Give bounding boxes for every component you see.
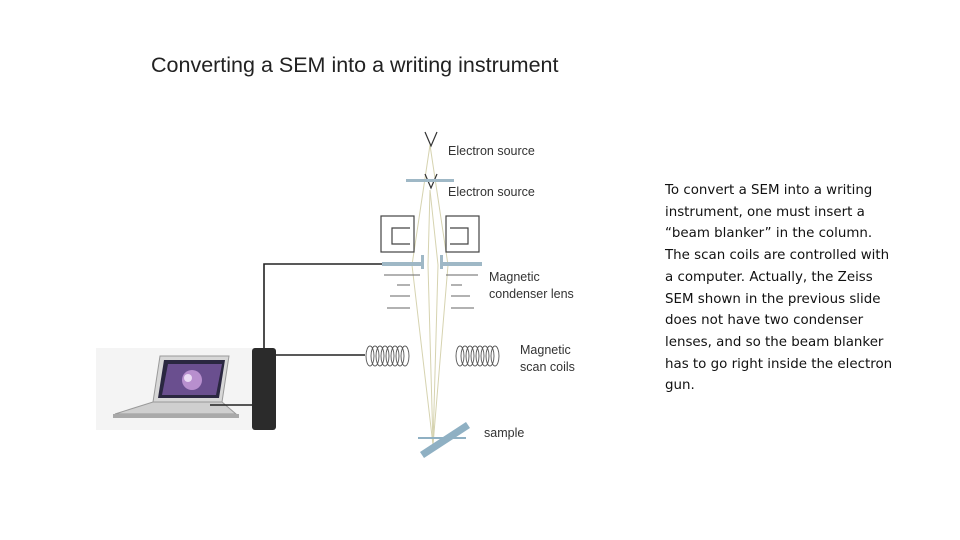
electron-source-top-icon	[424, 131, 438, 148]
description-line: The scan coils are controlled with	[665, 248, 890, 264]
label-electron-source-second: Electron source	[448, 185, 535, 199]
sample-stage	[418, 422, 470, 458]
description-line: lenses, and so the beam blanker	[665, 334, 884, 350]
control-wiring	[210, 263, 382, 406]
label-sample: sample	[484, 426, 524, 440]
electron-source-second-icon	[424, 173, 438, 190]
laptop-icon	[96, 348, 256, 430]
magnetic-condenser-lens	[384, 274, 478, 309]
description-line: has to go right inside the electron	[665, 356, 893, 372]
slide-title: Converting a SEM into a writing instrume…	[151, 53, 559, 77]
label-scan-coils-line1: Magnetic	[520, 343, 571, 357]
scan-coil-right	[455, 345, 500, 367]
description-line: SEM shown in the previous slide	[665, 291, 881, 307]
description-line: “beam blanker” in the column.	[665, 226, 873, 242]
description-line: a computer. Actually, the Zeiss	[665, 269, 873, 285]
scan-coil-left	[365, 345, 410, 367]
description-line: To convert a SEM into a writing	[665, 183, 873, 198]
label-electron-source-top: Electron source	[448, 144, 535, 158]
description-line: gun.	[665, 378, 695, 394]
controller-box	[252, 348, 276, 430]
condenser-lens-housing-left	[380, 215, 415, 253]
description-line: does not have two condenser	[665, 313, 864, 329]
wire-to-beam-blanker	[263, 263, 382, 348]
condenser-lens-housing-right	[445, 215, 480, 253]
beam-blanker-plate-upper	[406, 179, 454, 182]
label-condenser-lens-line2: condenser lens	[489, 287, 574, 301]
beam-blanker	[382, 255, 482, 269]
description-text: To convert a SEM into a writing instrume…	[665, 180, 927, 397]
electron-beam	[411, 144, 449, 446]
label-condenser-lens-line1: Magnetic	[489, 270, 540, 284]
description-line: instrument, one must insert a	[665, 204, 865, 220]
label-scan-coils-line2: scan coils	[520, 360, 575, 374]
